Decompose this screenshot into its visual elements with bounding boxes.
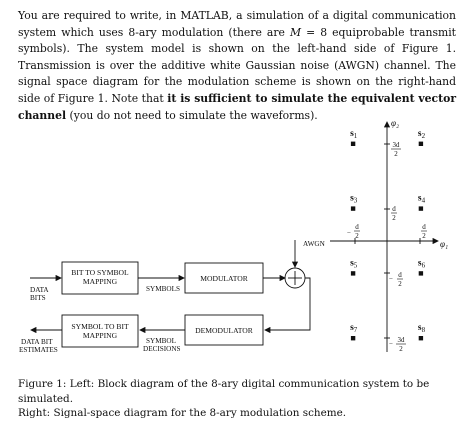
caption-line-2: Right: Signal-space diagram for the 8-ar…: [18, 407, 347, 420]
constellation-point-s2: [418, 141, 424, 146]
constellation-label-s8: s8: [418, 323, 426, 334]
input-label-bits: BITS: [30, 294, 46, 302]
figure-caption: Figure 1: Left: Block diagram of the 8-a…: [18, 377, 458, 421]
math-m: M: [289, 25, 302, 39]
symbol-to-bit-label-1: SYMBOL TO BIT: [71, 322, 129, 331]
constellation-label-s3: s3: [350, 194, 358, 205]
ytick-neg-d-minus: −: [389, 275, 393, 283]
block-diagram: [30, 240, 311, 348]
bit-to-symbol-label-1: BIT TO SYMBOL: [71, 268, 129, 277]
demodulator-label: DEMODULATOR: [195, 326, 254, 335]
statement-bold: it is sufficient to simulate the equival…: [18, 91, 457, 122]
awgn-label: AWGN: [303, 240, 326, 248]
constellation-point-s5: [350, 271, 356, 276]
xtick-label-neg-d: − d 2: [347, 223, 360, 240]
ytick-neg-3d-minus: −: [389, 340, 393, 348]
constellation-points: s1 s2 s3 s4 s5 s6 s7 s8: [350, 129, 426, 341]
constellation-label-s2: s2: [418, 129, 426, 140]
constellation-label-s7: s7: [350, 323, 358, 334]
ytick-3d-num: 3d: [393, 141, 401, 149]
bit-to-symbol-label-2: MAPPING: [83, 277, 118, 286]
xtick-neg-d-num: d: [355, 223, 359, 231]
phi1-label: φ₁: [440, 239, 448, 249]
ytick-neg-d-den: 2: [398, 280, 402, 288]
ytick-label-neg-d: − d 2: [389, 271, 403, 288]
ytick-neg-d-num: d: [398, 271, 402, 279]
symbols-label: SYMBOLS: [146, 285, 180, 293]
constellation-point-s7: [350, 336, 356, 341]
xtick-d-num: d: [422, 223, 426, 231]
ytick-d-num: d: [392, 205, 396, 213]
modulator-label: MODULATOR: [200, 274, 248, 283]
ytick-d-den: 2: [392, 214, 396, 222]
constellation-point-s1: [350, 141, 356, 146]
ytick-neg-3d-den: 2: [399, 345, 403, 353]
block-labels: DATA BITS BIT TO SYMBOL MAPPING SYMBOLS …: [19, 240, 326, 354]
constellation-label-s6: s6: [418, 258, 426, 269]
xtick-neg-d-minus: −: [347, 229, 351, 237]
caption-line-1: Figure 1: Left: Block diagram of the 8-a…: [18, 378, 430, 405]
statement-part-3: (you do not need to simulate the wavefor…: [69, 108, 318, 122]
ytick-label-neg-3d: − 3d 2: [389, 336, 406, 353]
symbol-decisions-label-2: DECISIONS: [143, 345, 181, 353]
constellation-point-s6: [418, 271, 424, 276]
statement-part-2: = 8 equiprobable transmit symbols). The …: [18, 25, 457, 105]
phi2-label: φ₂: [391, 118, 399, 128]
ytick-label-d: d 2: [391, 205, 397, 222]
constellation-label-s4: s4: [418, 194, 426, 205]
xtick-label-d: d 2: [421, 223, 427, 240]
output-label-estimates: ESTIMATES: [19, 346, 58, 354]
constellation-label-s5: s5: [350, 258, 358, 269]
xtick-neg-d-den: 2: [355, 232, 359, 240]
symbol-decisions-label-1: SYMBOL: [146, 337, 176, 345]
constellation-point-s4: [418, 206, 424, 211]
channel-to-demod-arrow: [264, 277, 311, 334]
xtick-d-den: 2: [422, 232, 426, 240]
symbol-to-bit-label-2: MAPPING: [83, 331, 118, 340]
constellation-point-s3: [350, 206, 356, 211]
ytick-label-3d: 3d 2: [391, 141, 401, 158]
input-label-data: DATA: [30, 286, 49, 294]
ytick-neg-3d-num: 3d: [398, 336, 406, 344]
problem-statement: You are required to write, in MATLAB, a …: [18, 8, 456, 124]
statement-part-1: You are required to write, in MATLAB, a …: [18, 9, 456, 39]
signal-space-diagram: φ₂ φ₁ 3d 2 d 2 − d 2 − 3d 2 − d: [330, 118, 448, 353]
output-label-data-bit: DATA BIT: [21, 338, 53, 346]
symbol-to-bit-box: [61, 314, 139, 348]
constellation-label-s1: s1: [350, 129, 358, 140]
ytick-3d-den: 2: [394, 150, 398, 158]
constellation-point-s8: [418, 336, 424, 341]
